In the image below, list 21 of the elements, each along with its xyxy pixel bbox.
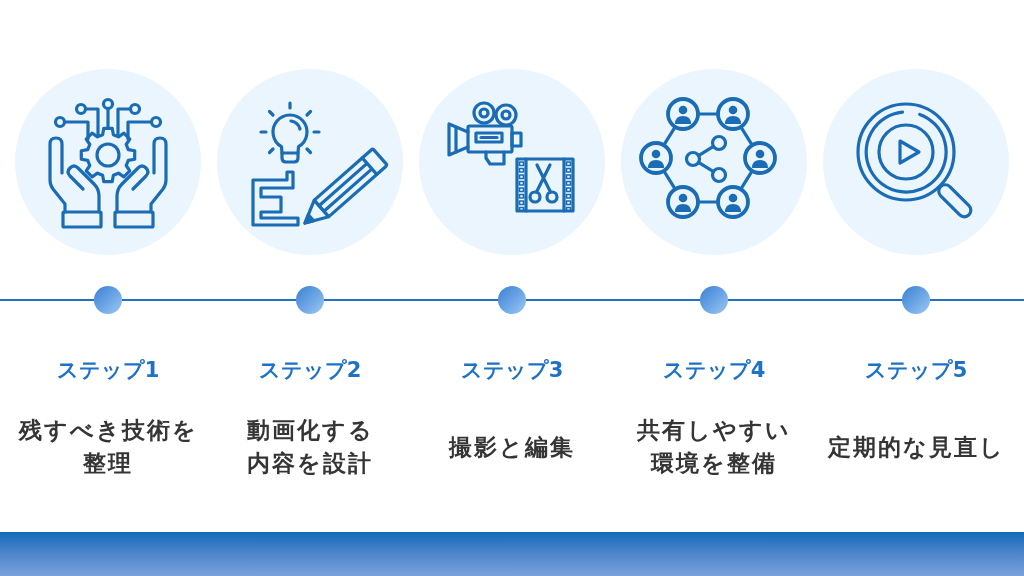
step-description: 共有しやすい環境を整備: [636, 416, 792, 478]
step-label: ステップ4: [662, 357, 766, 384]
step-description: 残すべき技術を整理: [17, 416, 199, 478]
step-description: 定期的な見直し: [827, 432, 1005, 462]
step-label: ステップ5: [864, 357, 968, 384]
timeline-line: [121, 299, 297, 301]
timeline-line: [727, 299, 903, 301]
step-label: ステップ1: [56, 357, 160, 384]
timeline-dot: [700, 286, 728, 314]
timeline-line: [323, 299, 499, 301]
timeline-line: [0, 299, 95, 301]
timeline-dot: [94, 286, 122, 314]
step-label: ステップ3: [460, 357, 564, 384]
step-description: 撮影と編集: [449, 432, 575, 462]
timeline-line: [525, 299, 701, 301]
timeline-dot: [498, 286, 526, 314]
timeline-dot: [902, 286, 930, 314]
step-label: ステップ2: [258, 357, 362, 384]
timeline-line: [929, 299, 1024, 301]
step-description: 動画化する内容を設計: [245, 416, 375, 478]
timeline-dot: [296, 286, 324, 314]
